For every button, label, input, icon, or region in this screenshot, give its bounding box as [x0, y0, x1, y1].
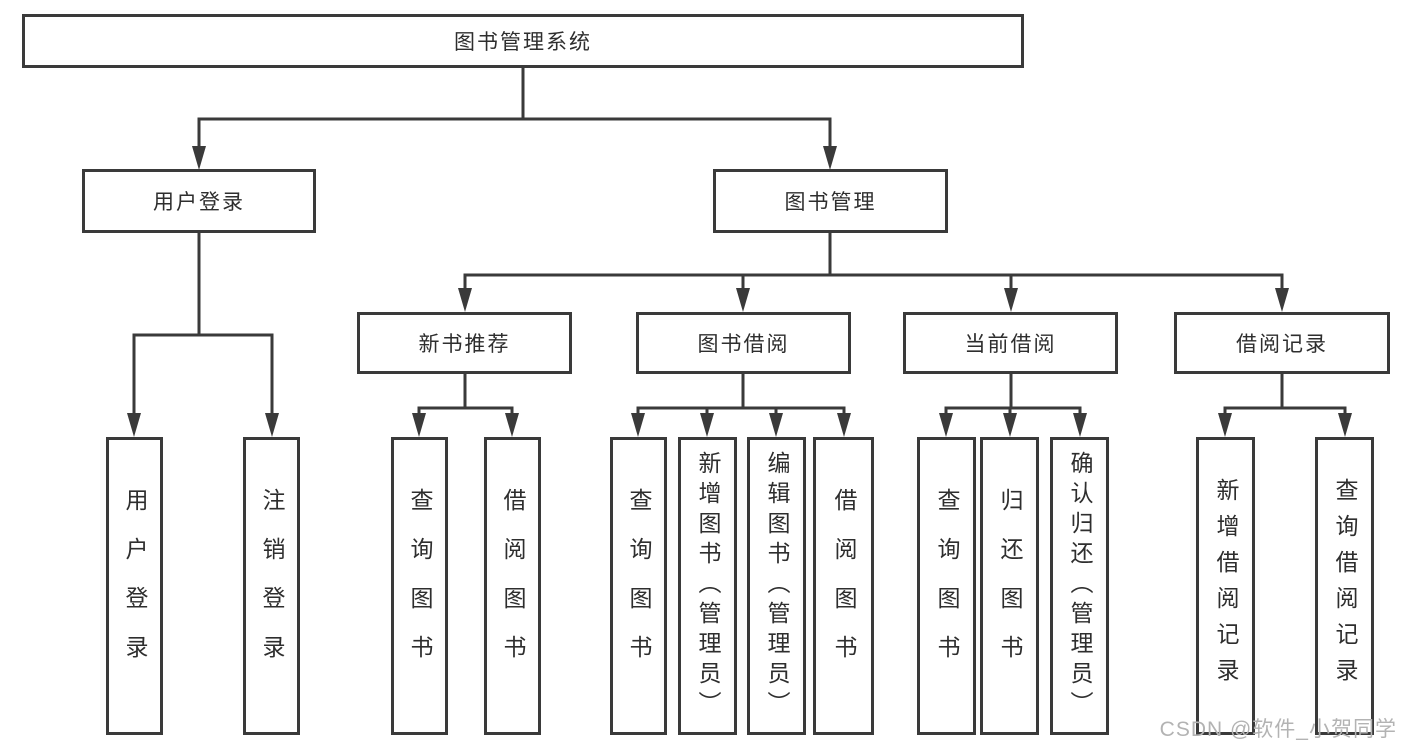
connector-borrow-record-subtree: [1223, 372, 1347, 422]
connector-root-to-level2: [197, 66, 832, 152]
connector-user-login-subtree: [132, 231, 274, 422]
leaf-label: 查询借阅记录: [1332, 478, 1358, 694]
arrow-down-icon: [458, 288, 472, 312]
leaf-label: 注销登录: [259, 488, 285, 684]
node-current-borrow: 当前借阅: [903, 312, 1118, 374]
arrow-down-icon: [412, 413, 426, 437]
arrow-down-icon: [939, 413, 953, 437]
node-book-borrow: 图书借阅: [636, 312, 851, 374]
leaf-label: 借阅图书: [831, 488, 857, 684]
leaf-query-books-recommend: 查询图书: [391, 437, 448, 735]
csdn-watermark: CSDN @软件_小贺同学: [1159, 718, 1397, 741]
arrow-down-icon: [837, 413, 851, 437]
leaf-label: 查询图书: [626, 488, 652, 684]
connector-book-mgmt-to-level3: [463, 231, 1284, 297]
node-label: 借阅记录: [1236, 333, 1328, 356]
arrow-down-icon: [769, 413, 783, 437]
leaf-label: 编辑图书（管理员）: [764, 451, 790, 721]
leaf-label: 查询图书: [407, 488, 433, 684]
arrow-down-icon: [1003, 413, 1017, 437]
leaf-borrow-books: 借阅图书: [813, 437, 874, 735]
leaf-label: 新增图书（管理员）: [695, 451, 721, 721]
leaf-return-books: 归还图书: [980, 437, 1039, 735]
node-root-label: 图书管理系统: [454, 31, 592, 54]
connector-book-borrow-subtree: [636, 372, 846, 422]
leaf-user-login: 用户登录: [106, 437, 163, 735]
node-user-login-branch: 用户登录: [82, 169, 316, 233]
arrow-down-icon: [192, 146, 206, 170]
arrow-down-icon: [1275, 288, 1289, 312]
leaf-label: 查询图书: [934, 488, 960, 684]
leaf-confirm-return-admin: 确认归还（管理员）: [1050, 437, 1109, 735]
node-label: 用户登录: [153, 191, 245, 214]
arrow-down-icon: [505, 413, 519, 437]
leaf-add-borrow-record: 新增借阅记录: [1196, 437, 1255, 735]
node-book-management: 图书管理: [713, 169, 948, 233]
arrow-down-icon: [631, 413, 645, 437]
leaf-label: 确认归还（管理员）: [1067, 451, 1093, 721]
leaf-borrow-books-recommend: 借阅图书: [484, 437, 541, 735]
node-label: 图书借阅: [697, 333, 790, 356]
node-label: 当前借阅: [964, 333, 1057, 356]
node-label: 新书推荐: [418, 333, 511, 356]
arrow-down-icon: [736, 288, 750, 312]
leaf-logout-login: 注销登录: [243, 437, 300, 735]
node-borrow-record: 借阅记录: [1174, 312, 1390, 374]
arrow-down-icon: [1004, 288, 1018, 312]
arrow-down-icon: [700, 413, 714, 437]
leaf-label: 借阅图书: [500, 488, 526, 684]
leaf-label: 归还图书: [997, 488, 1023, 684]
arrow-down-icon: [1218, 413, 1232, 437]
arrow-down-icon: [1338, 413, 1352, 437]
arrow-down-icon: [823, 146, 837, 170]
leaf-query-borrow-record: 查询借阅记录: [1315, 437, 1374, 735]
node-root: 图书管理系统: [22, 14, 1024, 68]
arrow-down-icon: [127, 413, 141, 437]
leaf-label: 新增借阅记录: [1213, 478, 1239, 694]
connector-new-book-subtree: [417, 372, 514, 422]
leaf-query-books-current: 查询图书: [917, 437, 976, 735]
leaf-query-books-borrow: 查询图书: [610, 437, 667, 735]
leaf-add-books-admin: 新增图书（管理员）: [678, 437, 737, 735]
leaf-label: 用户登录: [122, 488, 148, 684]
arrow-down-icon: [1073, 413, 1087, 437]
node-label: 图书管理: [784, 191, 877, 214]
leaf-edit-books-admin: 编辑图书（管理员）: [747, 437, 806, 735]
node-new-book-recommend: 新书推荐: [357, 312, 572, 374]
arrow-down-icon: [265, 413, 279, 437]
